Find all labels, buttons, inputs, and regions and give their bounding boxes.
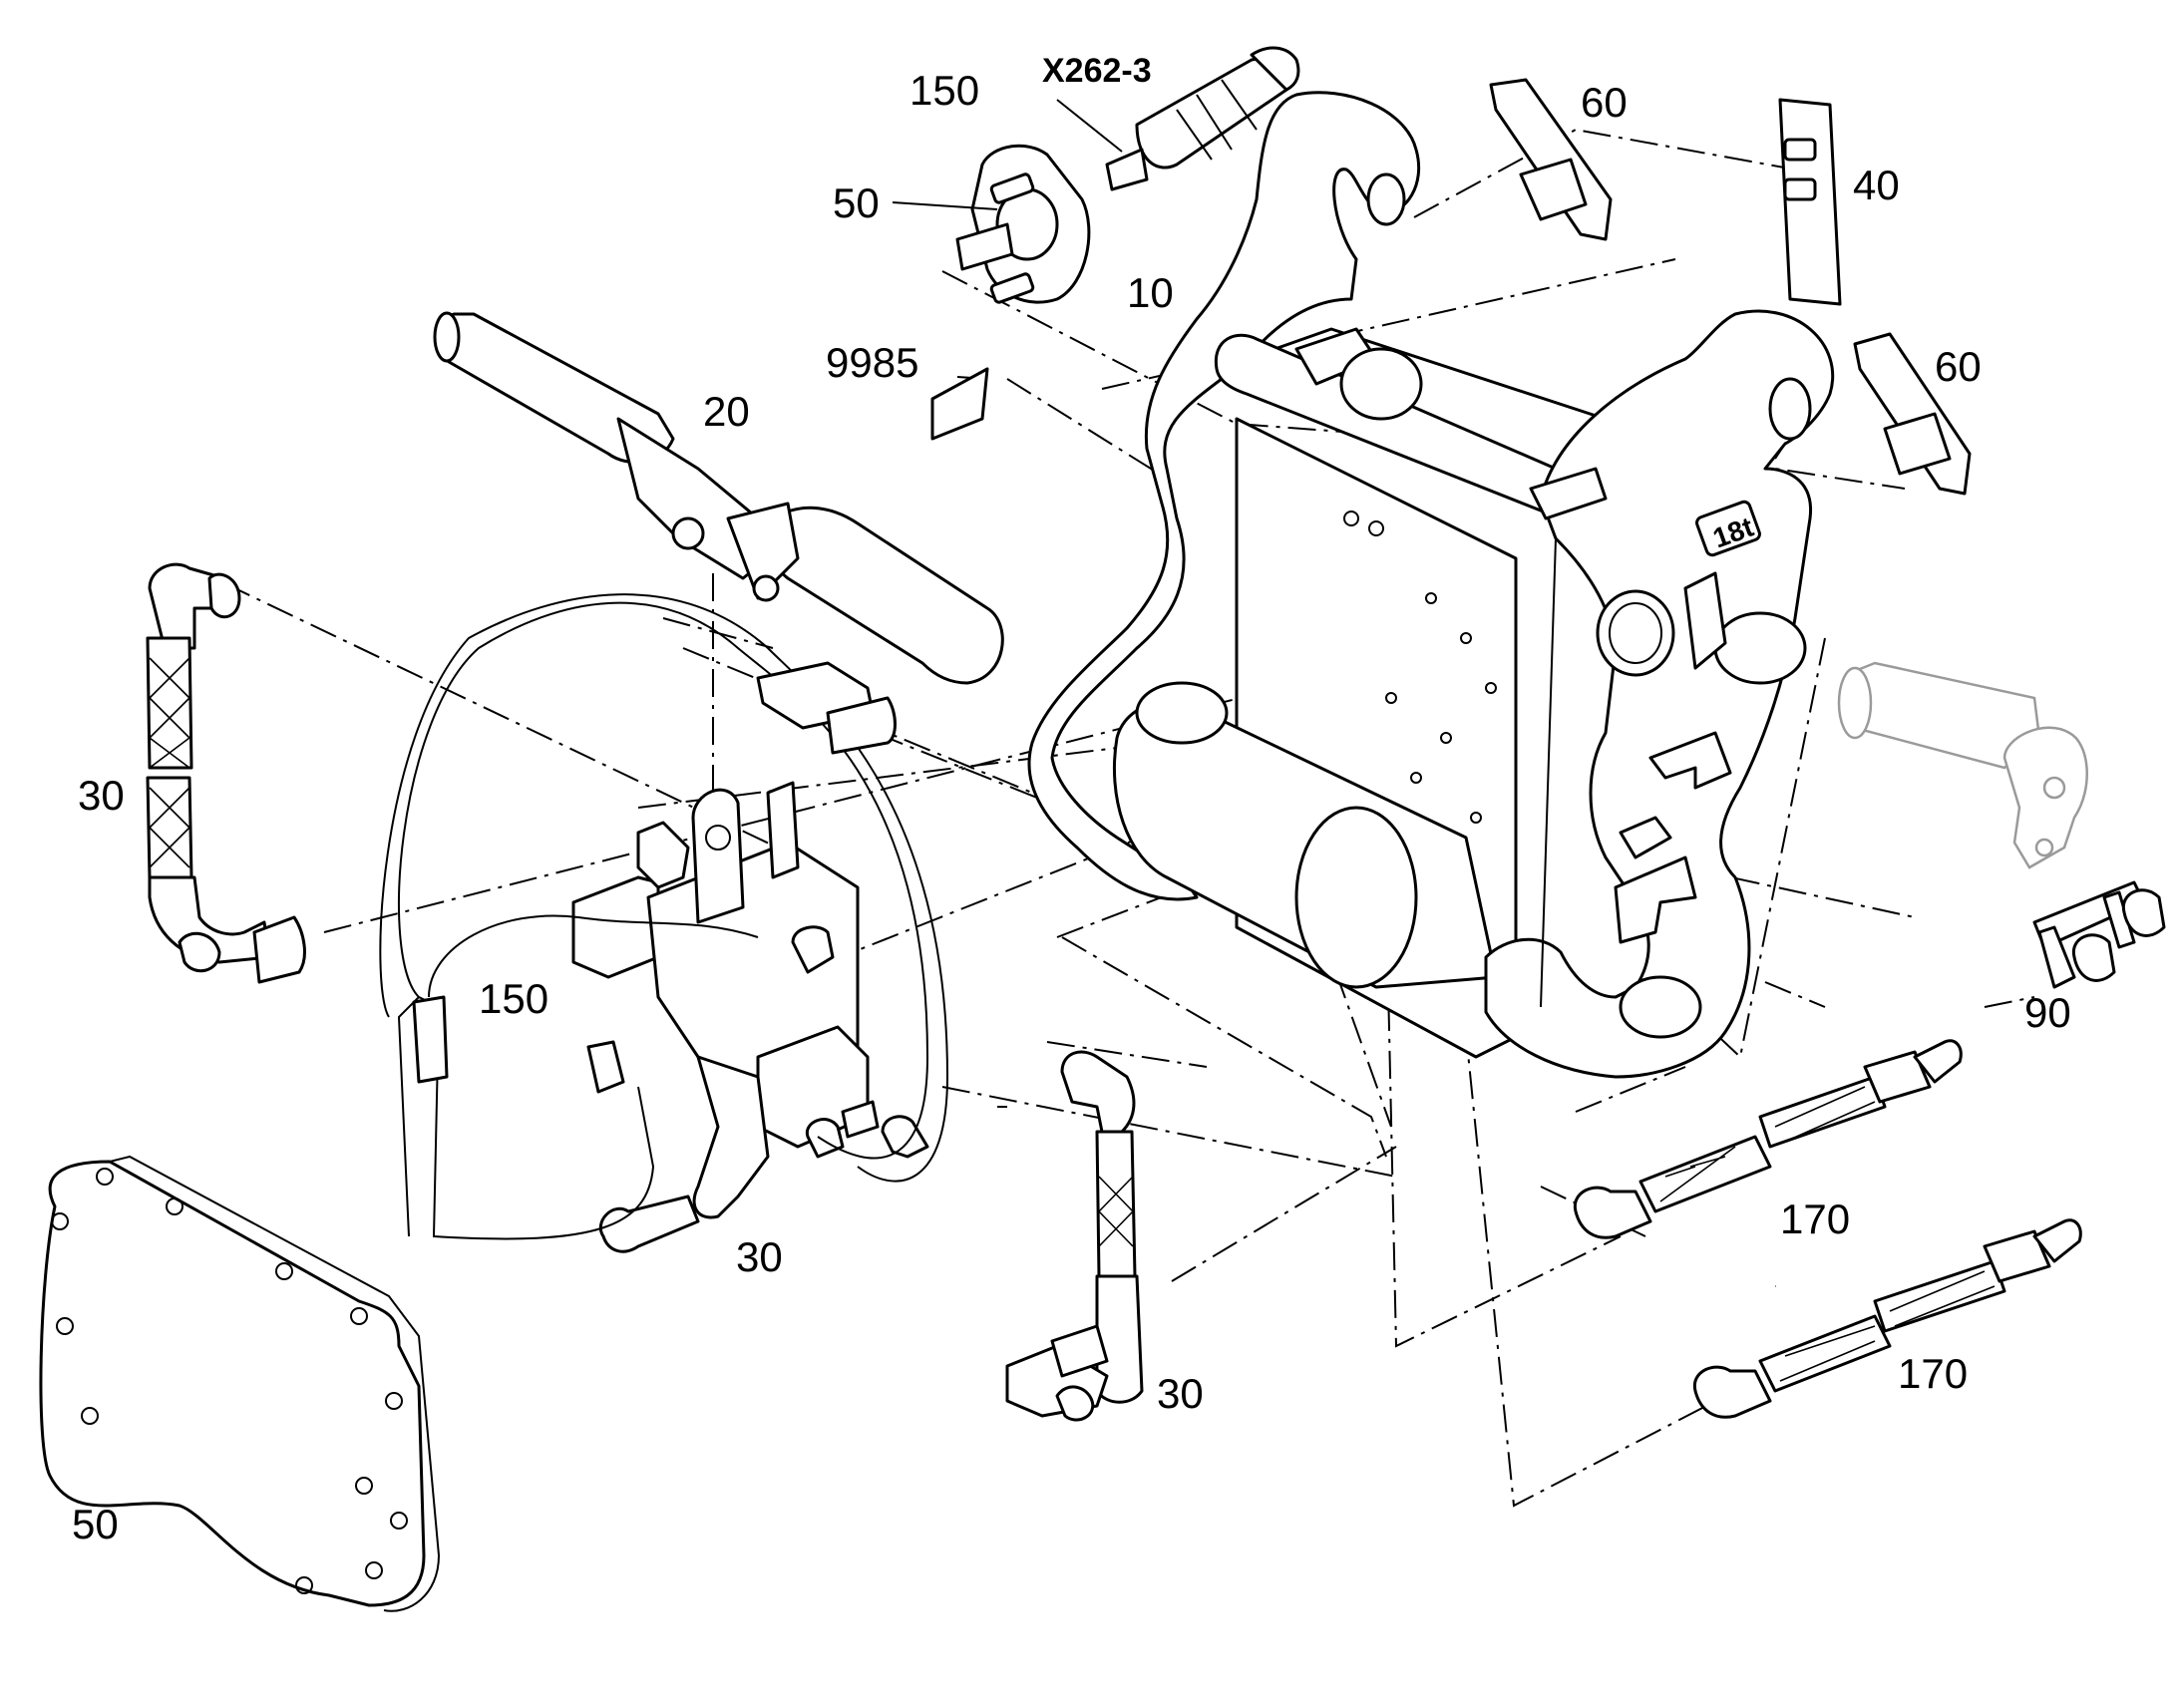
connector-x262-3-label: X262-3 [1042,52,1152,90]
callout-50-cover: 50 [72,1501,119,1547]
wear-strip-screw-upper [1783,138,1817,162]
frame-top-bore [1339,347,1423,421]
callout-labels: X262-3 150 50 10 60 40 60 9985 20 30 150… [72,52,2071,1547]
control-valve-block [571,781,929,1253]
valve-mount-bolt [598,1195,700,1253]
frame-center-plate-holes [1343,511,1497,824]
frame-top-lug-right [1529,467,1608,520]
callout-170-top: 170 [1780,1196,1850,1242]
sensor-flange [955,144,1091,304]
quick-coupler-frame: 18t [1027,91,1835,1079]
sensor-thread [826,696,897,755]
frame-wedge-block [1683,571,1727,670]
valve-eye-hole [705,825,731,851]
pin-lock-bolt-left [2071,933,2116,982]
frame-plate-tab [1619,816,1672,859]
callout-40: 40 [1853,162,1900,208]
cylinder-clevis [726,502,800,600]
sensor-flange-shaft [955,222,1014,271]
hose-170-lower [1692,1218,2082,1419]
hose-mid-thread [1050,1324,1109,1378]
hose-170-upper [1573,1039,1963,1239]
sensor-flange-stud-lower [989,272,1035,304]
wear-strip [1778,98,1842,306]
frame-right-plate-edge [1540,443,1786,1008]
sensor-flange-stud-upper [989,172,1035,204]
frame-bracket-upper [1648,731,1732,790]
frame-hook-slot-left [1366,172,1406,226]
callout-90: 90 [2024,989,2071,1036]
callout-60-top: 60 [1581,79,1628,126]
hose-assembly-mid [1005,1050,1144,1422]
proximity-sensor-cable [379,593,949,1240]
sensor-probe [412,995,449,1084]
hydraulic-cylinder [433,311,1004,685]
frame-bottom-bore [1619,975,1702,1039]
callout-170-bottom: 170 [1898,1350,1968,1397]
hose-left-bottom-nut [178,931,221,973]
cylinder-end-cap [433,311,461,363]
valve-sensor-rod [766,781,800,879]
callout-20: 20 [703,388,750,435]
valve-mount-leg [692,1055,770,1219]
callout-30-fitting: 30 [1157,1370,1204,1417]
hose-mid-nut [1055,1385,1095,1422]
hose-left-top-nut [207,572,241,619]
frame-left-plate [1027,91,1421,901]
connector-x262-3 [1105,46,1300,191]
hose-left-adapter [252,915,306,984]
callout-60-right: 60 [1935,343,1982,390]
wear-strip-screw-lower [1783,177,1817,201]
valve-solenoid [571,875,660,979]
callout-150-mid: 150 [479,975,548,1022]
cylinder-pivot-bolt [671,516,705,550]
frame-hook-slot-right [1768,377,1812,441]
coupler-pin-ghost [1837,661,2088,869]
frame-pin-bore-left [1135,681,1229,745]
hook-clip-top [1489,78,1613,241]
frame-lower-tube-bore [1294,806,1418,989]
cover-plate-bolts [51,1168,408,1594]
callout-30-valve: 30 [736,1233,783,1280]
cylinder-rod-body [766,506,1004,685]
hose-assembly-left [146,562,306,984]
frame-marking-plate [1695,500,1761,557]
valve-wire-plug-right [881,1115,929,1159]
callout-30-left: 30 [78,772,125,819]
callout-9985: 9985 [826,339,918,386]
leader-lines [892,99,1123,210]
pin-lock-plate [2032,880,2166,989]
label-9985 [930,367,989,441]
cylinder-clevis-hole [752,574,780,602]
callout-50-top: 50 [833,179,880,226]
valve-wire-plug-left [586,1040,625,1094]
cover-plate [39,1155,441,1612]
valve-port-fitting [791,925,835,974]
frame-connector-socket-inner [1609,602,1662,664]
valve-plug [841,1100,880,1139]
callout-150-top: 150 [909,67,979,114]
pin-lock-bolt-right [2121,888,2166,937]
frame-bracket-lower [1614,855,1697,944]
valve-eye-fitting [691,788,745,924]
callout-10: 10 [1127,269,1174,316]
frame-pin-bore-right [1713,611,1807,685]
valve-connector [805,1118,845,1159]
hook-clip-right [1853,332,1972,496]
valve-elbow-fitting [636,821,690,889]
